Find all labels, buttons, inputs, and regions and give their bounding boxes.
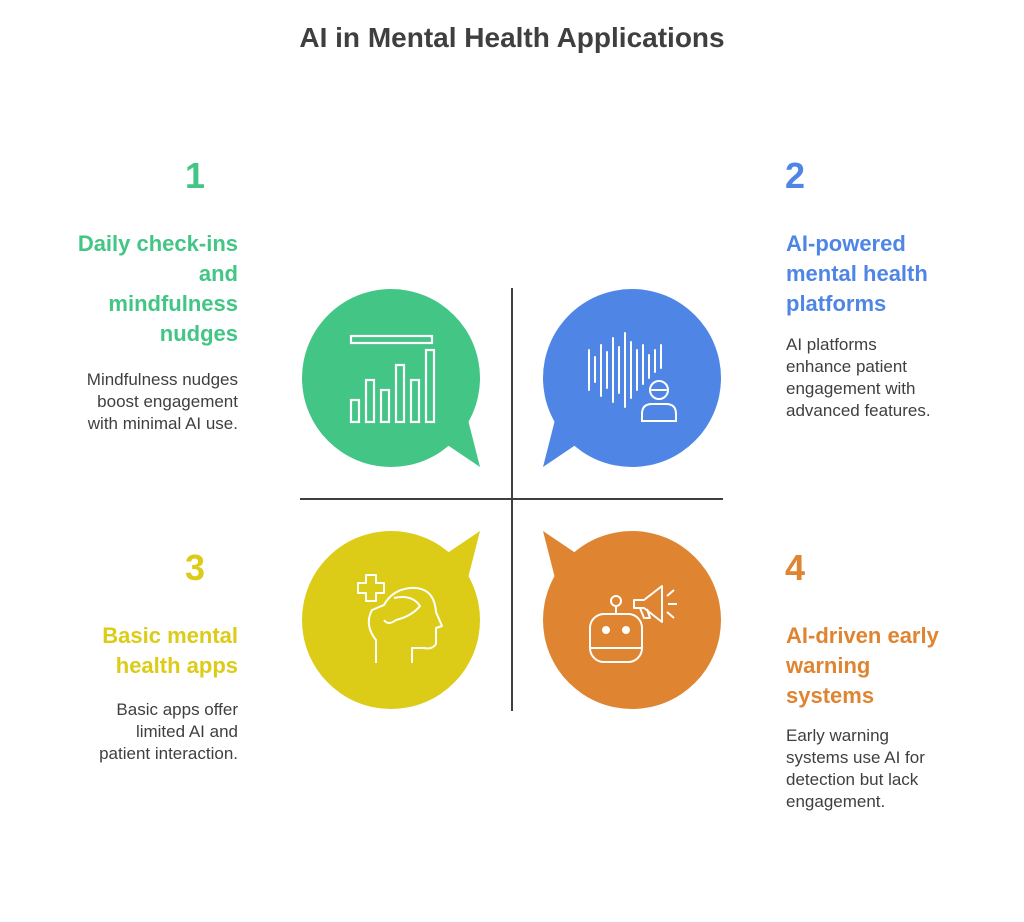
head-medical-cross-icon xyxy=(357,574,443,663)
quadrant-3-heading: Basic mental health apps xyxy=(102,623,238,678)
quadrant-4-bubble xyxy=(543,531,721,709)
quadrant-1-description: Mindfulness nudges boost engagement with… xyxy=(86,370,238,433)
quadrant-2-heading: AI-powered mental health platforms xyxy=(786,231,928,316)
quadrant-3-bubble xyxy=(302,531,480,709)
quadrant-2-number: 2 xyxy=(785,155,806,196)
page-title: AI in Mental Health Applications xyxy=(299,22,725,53)
voice-user-icon xyxy=(588,332,677,422)
quadrant-4-heading: AI-driven early warning systems xyxy=(786,623,939,708)
quadrant-3-number: 3 xyxy=(184,547,206,588)
quadrant-4-description: Early warning systems use AI for detecti… xyxy=(786,726,925,811)
quadrant-4-number: 4 xyxy=(785,547,806,588)
quadrant-3-description: Basic apps offer limited AI and patient … xyxy=(99,700,238,763)
quadrant-2-description: AI platforms enhance patient engagement … xyxy=(786,335,931,420)
bar-chart-icon xyxy=(349,334,436,424)
quadrant-1-bubble xyxy=(302,289,480,467)
robot-megaphone-icon xyxy=(589,585,677,663)
quadrant-1-heading: Daily check-ins and mindfulness nudges xyxy=(77,231,238,346)
quadrant-1-number: 1 xyxy=(184,155,206,196)
